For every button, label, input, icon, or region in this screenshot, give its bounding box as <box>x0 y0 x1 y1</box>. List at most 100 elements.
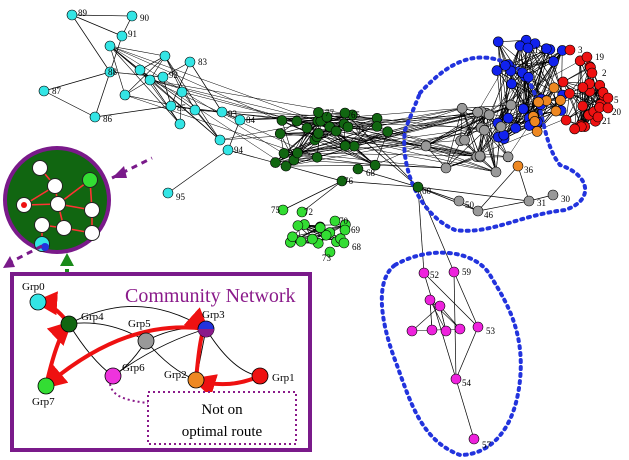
graph-edge <box>476 114 490 157</box>
node-label-61: 61 <box>356 124 365 134</box>
node-label-60: 60 <box>422 186 432 196</box>
graph-node <box>564 88 575 99</box>
graph-edge <box>345 108 463 147</box>
graph-node-50 <box>453 195 465 207</box>
graph-node-31 <box>523 195 535 207</box>
graph-node <box>301 122 313 134</box>
node-label-93: 93 <box>228 109 238 119</box>
node-label-76: 76 <box>344 176 354 186</box>
community-node-grp0 <box>29 293 47 311</box>
node-label-86: 86 <box>103 114 113 124</box>
graph-edge <box>345 111 478 147</box>
community-node-grp1 <box>251 367 269 385</box>
graph-edge <box>536 100 561 132</box>
not-optimal-pointer <box>109 383 149 404</box>
graph-node-57 <box>468 433 480 445</box>
graph-edge <box>481 111 497 173</box>
graph-edge <box>476 64 509 157</box>
graph-node-85 <box>165 100 177 112</box>
graph-node <box>348 140 360 152</box>
graph-edge <box>453 271 479 328</box>
graph-node <box>474 150 486 162</box>
not-optimal-note-box <box>147 391 297 445</box>
graph-node-86 <box>89 111 101 123</box>
graph-node-88 <box>104 66 116 78</box>
graph-edge <box>417 186 455 273</box>
node-label-65: 65 <box>351 110 361 120</box>
graph-node <box>369 159 381 171</box>
graph-edge <box>528 50 563 78</box>
graph-node-94 <box>222 144 234 156</box>
graph-node-60 <box>412 181 424 193</box>
graph-node <box>569 123 580 135</box>
graph-edge <box>417 186 426 274</box>
graph-node-69 <box>339 224 351 236</box>
graph-node <box>456 103 468 114</box>
graph-edge <box>109 45 126 96</box>
graph-edge <box>314 139 376 166</box>
optimal-route-edge <box>42 325 207 390</box>
graph-node <box>550 105 562 117</box>
graph-node <box>529 116 541 127</box>
graph-node <box>483 109 495 121</box>
network-nodes <box>38 9 614 445</box>
node-label-21: 21 <box>602 116 611 126</box>
node-label-57: 57 <box>482 440 492 450</box>
graph-edge <box>462 104 512 109</box>
graph-node <box>159 50 171 62</box>
graph-edge <box>489 76 526 115</box>
graph-edge <box>43 71 111 92</box>
graph-node-46 <box>472 205 484 217</box>
not-optimal-line1: Not on <box>201 402 243 418</box>
graph-edge <box>280 133 318 138</box>
graph-edge <box>164 55 196 111</box>
graph-edge <box>341 180 419 189</box>
graph-node <box>313 107 324 118</box>
graph-node <box>499 60 511 71</box>
node-label-84: 84 <box>246 115 256 125</box>
community-node-grp3-half <box>198 329 214 337</box>
graph-node <box>339 140 351 152</box>
graph-node <box>495 121 507 133</box>
graph-node-3 <box>564 44 576 56</box>
graph-edge <box>460 65 506 141</box>
community-outline-magenta <box>379 250 523 458</box>
graph-node <box>505 99 517 111</box>
node-label-68b: 68 <box>352 242 362 252</box>
community-network-panel: Community Network Grp0Grp4Grp5Grp3Grp6Gr… <box>10 272 312 452</box>
graph-node-95 <box>162 187 174 199</box>
graph-node <box>491 65 503 76</box>
graph-node <box>479 124 490 136</box>
graph-node <box>502 151 514 163</box>
community-label-grp4: Grp4 <box>81 311 104 323</box>
graph-node-5 <box>602 92 614 104</box>
graph-node <box>440 162 452 174</box>
graph-edge <box>541 61 554 100</box>
graph-edge <box>477 112 509 157</box>
graph-edge <box>344 112 419 188</box>
graph-node-52 <box>418 267 430 279</box>
community-label-grp3: Grp3 <box>202 309 225 321</box>
graph-edge <box>317 136 477 157</box>
graph-edge <box>460 108 463 141</box>
graph-node-68b <box>338 237 350 249</box>
graph-edge <box>497 48 547 124</box>
node-label-77: 77 <box>325 108 335 118</box>
inset-node <box>84 202 100 218</box>
graph-node <box>214 134 226 146</box>
graph-node <box>492 36 504 48</box>
graph-node-72 <box>296 206 308 218</box>
graph-edge <box>445 108 463 169</box>
graph-node <box>371 121 383 132</box>
graph-node <box>420 140 432 152</box>
graph-edge <box>504 65 509 119</box>
graph-edge <box>429 299 447 332</box>
graph-node-70 <box>329 215 341 227</box>
graph-node <box>174 118 186 130</box>
graph-node <box>454 323 466 335</box>
graph-node <box>555 95 566 106</box>
graph-edge <box>480 40 527 158</box>
graph-edge <box>477 165 519 212</box>
